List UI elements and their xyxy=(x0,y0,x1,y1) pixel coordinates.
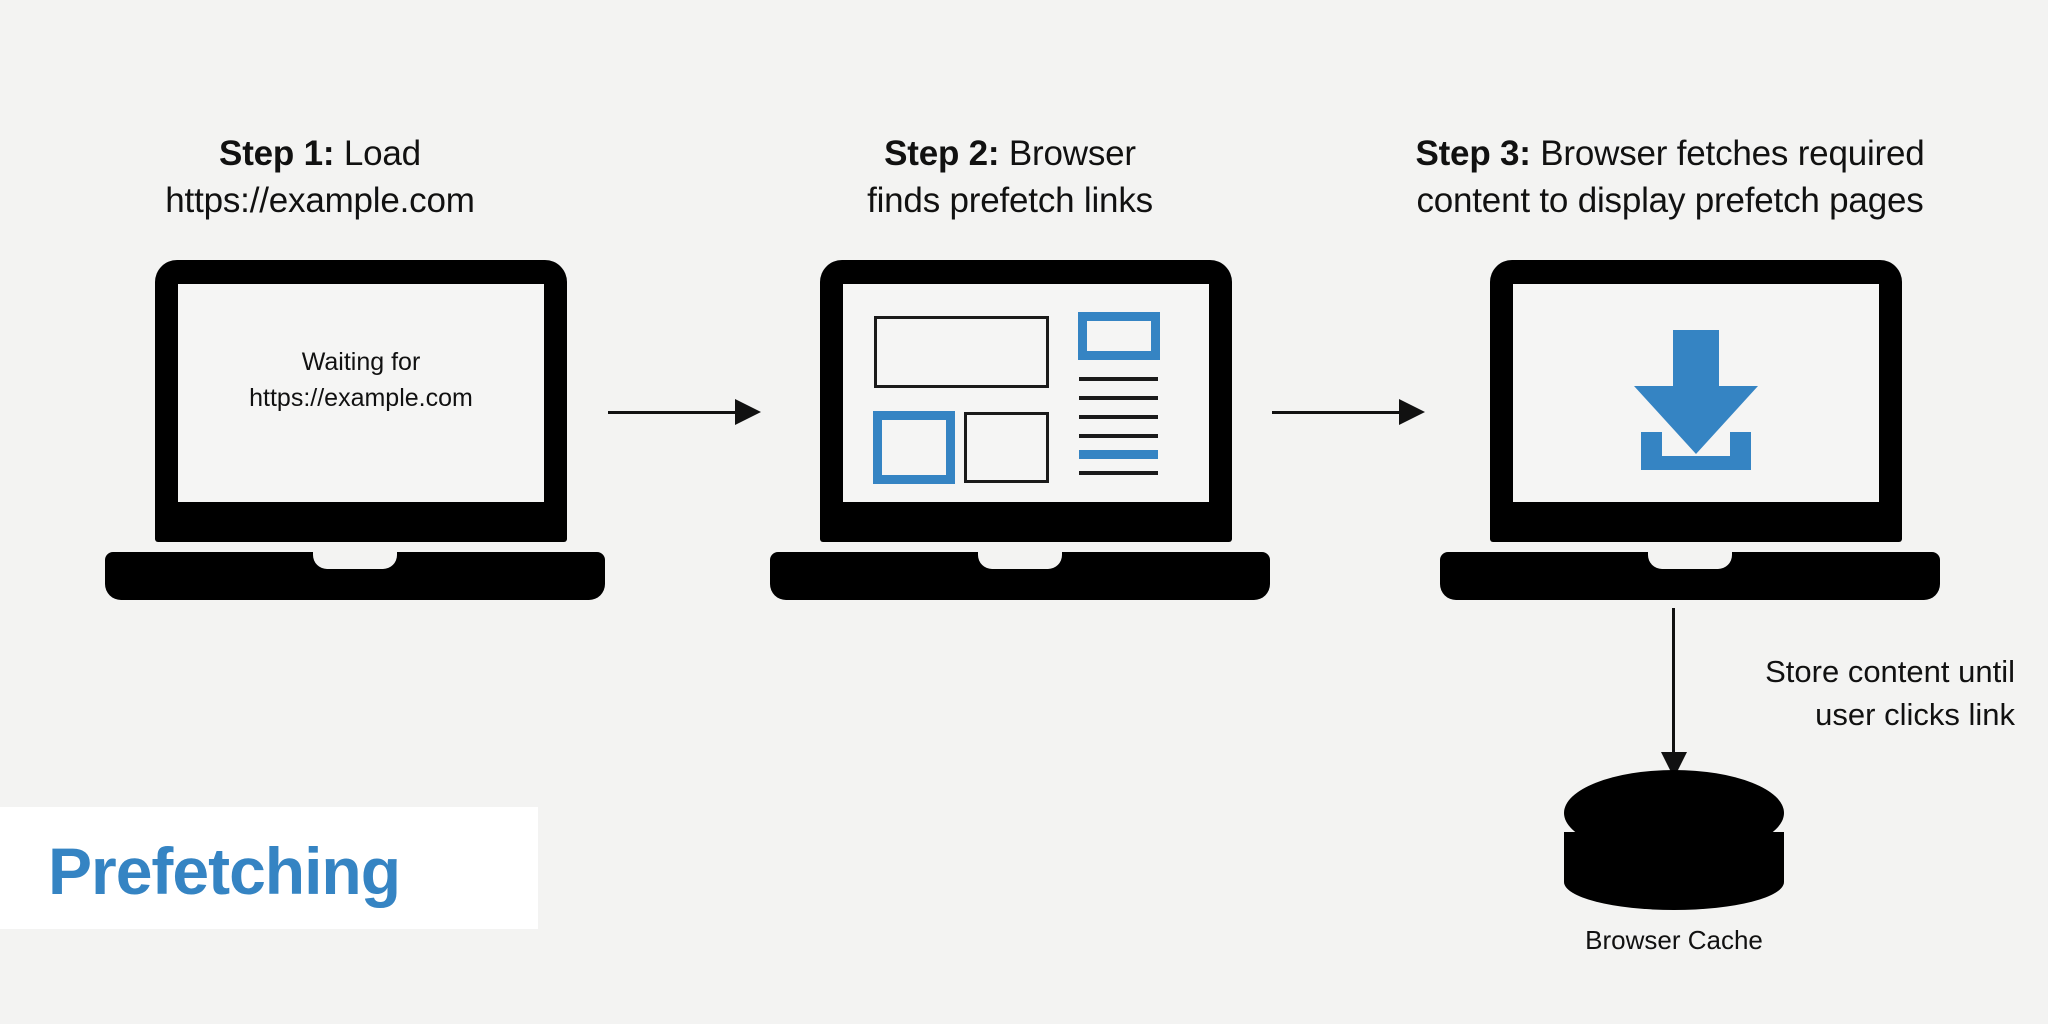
download-arrow-shaft xyxy=(1673,330,1719,388)
step-1-heading: Step 1: Load https://example.com xyxy=(100,130,540,224)
step-3-label: Step 3: xyxy=(1415,134,1531,173)
arrow-2-head-icon xyxy=(1399,399,1425,425)
laptop-step-1: Waiting for https://example.com xyxy=(105,260,605,600)
laptop-1-screen: Waiting for https://example.com xyxy=(178,284,544,502)
download-tray-bottom xyxy=(1641,456,1751,470)
wireframe-sidebar-blue xyxy=(1078,312,1160,360)
arrow-1-line xyxy=(608,411,738,414)
arrow-1-head-icon xyxy=(735,399,761,425)
wireframe-text-line-6 xyxy=(1079,471,1158,475)
wireframe-text-line-1 xyxy=(1079,377,1158,381)
laptop-1-notch xyxy=(313,552,397,569)
arrow-2-line xyxy=(1272,411,1402,414)
wireframe-hero-box xyxy=(874,316,1049,388)
store-content-note: Store content until user clicks link xyxy=(1600,650,2015,736)
title-plate xyxy=(0,807,538,929)
cache-cylinder-body xyxy=(1564,832,1784,910)
step-2-heading-line1: Step 2: Browser xyxy=(800,130,1220,177)
step-1-label: Step 1: xyxy=(219,134,335,173)
browser-cache-icon xyxy=(1564,770,1784,910)
laptop-3-screen xyxy=(1513,284,1879,502)
step-1-label-rest: Load xyxy=(334,134,421,173)
step-1-heading-line2: https://example.com xyxy=(165,181,475,220)
laptop-step-2 xyxy=(770,260,1270,600)
step-3-label-rest: Browser fetches required xyxy=(1530,134,1925,173)
arrow-down-line xyxy=(1672,608,1675,756)
waiting-text-line2: https://example.com xyxy=(249,384,473,412)
wireframe-thumb-dark xyxy=(964,412,1049,483)
step-2-label-rest: Browser xyxy=(999,134,1136,173)
waiting-text-line1: Waiting for xyxy=(301,348,421,376)
laptop-1-screen-text: Waiting for https://example.com xyxy=(178,344,544,416)
browser-cache-label: Browser Cache xyxy=(1585,925,1763,955)
step-3-heading-line1: Step 3: Browser fetches required xyxy=(1380,130,1960,177)
step-3-heading: Step 3: Browser fetches required content… xyxy=(1380,130,1960,224)
wireframe-thumb-blue xyxy=(873,411,955,484)
step-1-heading-line1: Step 1: Load xyxy=(100,130,540,177)
step-3-heading-line2: content to display prefetch pages xyxy=(1416,181,1924,220)
wireframe-text-line-3 xyxy=(1079,415,1158,419)
download-icon xyxy=(1630,330,1762,470)
step-2-heading-line2: finds prefetch links xyxy=(867,181,1153,220)
store-note-line2: user clicks link xyxy=(1815,697,2015,732)
laptop-2-notch xyxy=(978,552,1062,569)
laptop-3-notch xyxy=(1648,552,1732,569)
laptop-2-screen xyxy=(843,284,1209,502)
laptop-step-3 xyxy=(1440,260,1940,600)
wireframe-text-line-2 xyxy=(1079,396,1158,400)
wireframe-text-line-5-highlighted xyxy=(1079,450,1158,459)
wireframe-text-line-4 xyxy=(1079,434,1158,438)
store-note-line1: Store content until xyxy=(1765,654,2015,689)
step-2-label: Step 2: xyxy=(884,134,1000,173)
step-2-heading: Step 2: Browser finds prefetch links xyxy=(800,130,1220,224)
page-title: Prefetching xyxy=(48,834,401,908)
